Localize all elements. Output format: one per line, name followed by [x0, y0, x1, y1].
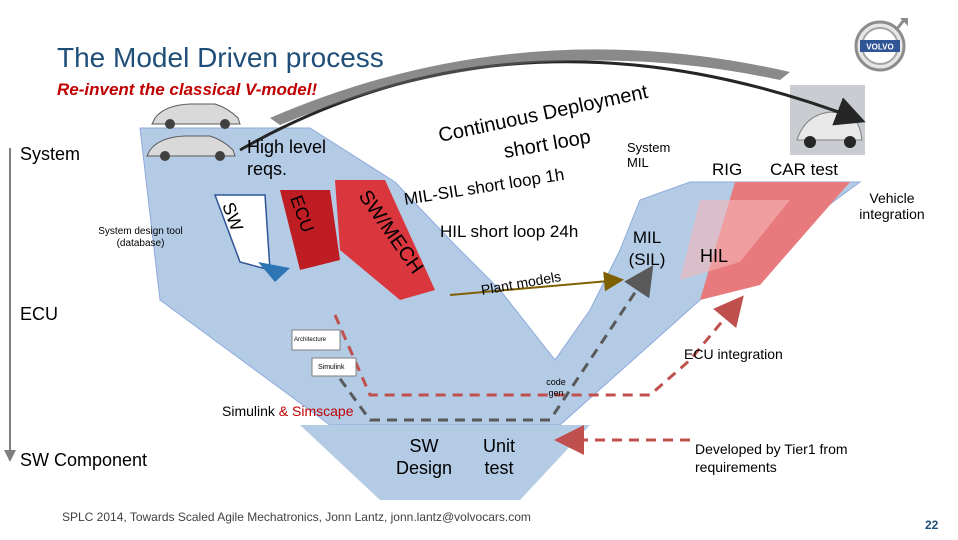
- rig-label: RIG: [712, 160, 743, 179]
- v-tip: [300, 425, 590, 500]
- short-loop-label: short loop: [502, 126, 592, 163]
- architecture-box: [291, 329, 341, 351]
- system-design-tool-label: System design tool (database): [98, 226, 183, 249]
- plant-models-arrow: [449, 271, 624, 296]
- hil-band: [680, 200, 790, 280]
- hil-loop-label: HIL short loop 24h: [440, 222, 579, 241]
- sw-indicator: [258, 262, 290, 282]
- architecture-label: Architecture: [294, 337, 327, 343]
- high-level-reqs-label: High level reqs.: [247, 137, 327, 179]
- level-ecu: ECU: [20, 304, 59, 324]
- car-test-label: CAR test: [770, 160, 839, 179]
- ecu-band: [280, 190, 340, 270]
- red-dashed-loop: [333, 295, 744, 397]
- level-axis: [4, 148, 16, 462]
- slide-subtitle: Re-invent the classical V-model!: [57, 80, 318, 99]
- mil-sil-label: MIL (SIL): [628, 228, 666, 269]
- vehicle-integration-label: Vehicle integration: [859, 190, 925, 222]
- footer-text: SPLC 2014, Towards Scaled Agile Mechatro…: [62, 510, 531, 524]
- slide-title: The Model Driven process: [57, 42, 384, 73]
- logo-text: VOLVO: [866, 43, 893, 52]
- level-system: System: [20, 144, 81, 164]
- page-number: 22: [925, 518, 939, 532]
- simulink-small-label: Simulink: [318, 364, 345, 371]
- simulink-simscape-label: Simulink & Simscape: [222, 403, 354, 419]
- unit-test-label: Unit test: [482, 436, 515, 478]
- plant-models-label: Plant models: [480, 268, 562, 298]
- tier1-label: Developed by Tier1 from requirements: [695, 441, 848, 475]
- sw-mech-band: [335, 180, 435, 300]
- amp-text: &: [278, 403, 289, 419]
- level-sw-component: SW Component: [20, 450, 148, 470]
- simulink-box: [311, 357, 357, 377]
- volvo-logo-icon: VOLVO: [852, 14, 912, 74]
- mil-sil-loop-label: MIL-SIL short loop 1h: [403, 165, 566, 209]
- car-test-photo: [790, 85, 865, 155]
- simulink-text: Simulink: [222, 403, 275, 419]
- ecu-integration-label: ECU integration: [684, 346, 783, 362]
- simscape-text: Simscape: [292, 403, 354, 419]
- system-mil-label: System MIL: [627, 140, 671, 170]
- hil-label: HIL: [700, 246, 729, 266]
- sw-design-label: SW Design: [395, 436, 453, 478]
- code-gen-label: code gen: [546, 377, 566, 398]
- grey-dashed-codegen: [328, 265, 654, 422]
- continuous-deployment-arrow-fill: [270, 49, 790, 125]
- car-icon: [146, 103, 241, 161]
